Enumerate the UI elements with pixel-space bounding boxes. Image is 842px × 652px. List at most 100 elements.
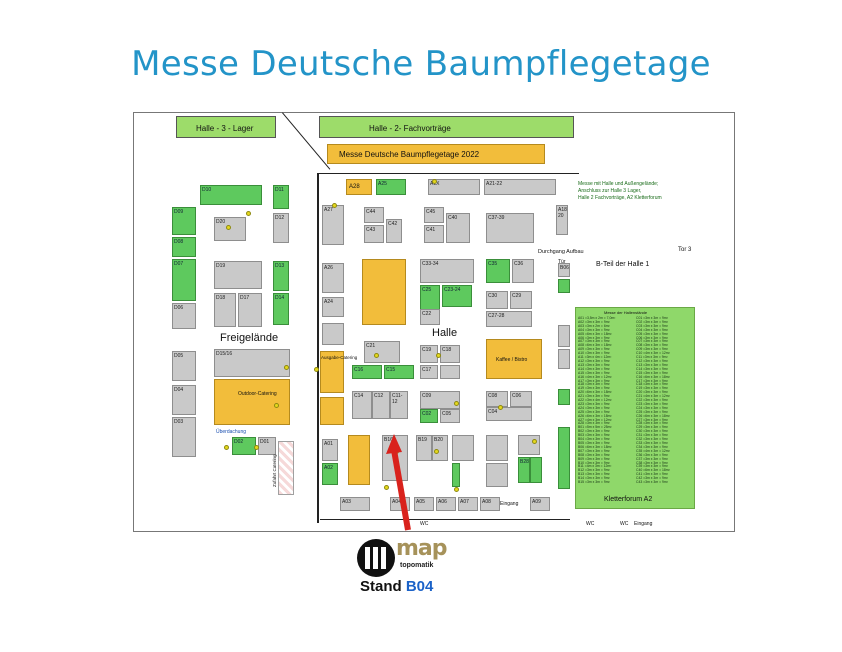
- legend-line: C16 =6m x 3m = 18m²: [636, 374, 670, 379]
- stand-A05[interactable]: A05: [414, 497, 434, 511]
- stand-A1X[interactable]: A1X: [428, 179, 480, 195]
- stand-A25[interactable]: A25: [376, 179, 406, 195]
- stand-C09[interactable]: C06: [510, 391, 532, 407]
- stand-B12[interactable]: [452, 435, 474, 461]
- stand-C21[interactable]: C18: [440, 345, 460, 363]
- stand-D17[interactable]: D17: [238, 293, 262, 327]
- stand-A10[interactable]: B06: [558, 263, 570, 277]
- stand-D08[interactable]: D08: [172, 237, 196, 257]
- stand-D05[interactable]: D05: [172, 351, 196, 381]
- wc-label-1: WC: [420, 521, 429, 527]
- stand-D02[interactable]: D02: [232, 437, 256, 455]
- stand-D06[interactable]: D06: [172, 303, 196, 329]
- legend-line: C19 =3m x 3m = 9m²: [636, 386, 668, 391]
- stand-C42[interactable]: C42: [386, 219, 402, 243]
- stand-A06[interactable]: A06: [436, 497, 456, 511]
- stand-D20[interactable]: D20: [214, 217, 246, 241]
- stand-B18[interactable]: [486, 463, 508, 487]
- stand-C31[interactable]: C23-24: [442, 285, 472, 307]
- stand-C29[interactable]: C29: [510, 291, 532, 309]
- legend-line: C07 =3m x 3m = 9m²: [636, 339, 668, 344]
- legend-line: A12 =3m x 3m = 9m²: [578, 358, 610, 363]
- stand-C19[interactable]: C17: [420, 365, 438, 379]
- stand-A15[interactable]: [558, 349, 570, 369]
- stand-D03[interactable]: D03: [172, 417, 196, 457]
- stand-C13[interactable]: C11-12: [390, 391, 408, 419]
- stand-B08[interactable]: B20: [432, 435, 448, 461]
- stand-D13[interactable]: D13: [273, 261, 289, 291]
- stand-C14[interactable]: C12: [372, 391, 390, 419]
- stand-A09[interactable]: A09: [530, 497, 550, 511]
- stand-A01[interactable]: A01: [322, 439, 338, 461]
- stand-C35[interactable]: C35: [486, 259, 510, 283]
- catering-access-road: [278, 441, 294, 495]
- stand-C41[interactable]: C41: [424, 225, 444, 243]
- legend-line: C42 =3m x 3m = 9m²: [636, 476, 668, 481]
- stand-A12[interactable]: [558, 427, 570, 489]
- stand-A24[interactable]: A24: [322, 297, 344, 317]
- stand-C20[interactable]: [440, 365, 460, 379]
- stand-C06[interactable]: C04: [486, 407, 532, 421]
- stand-A26[interactable]: A26: [322, 263, 344, 293]
- stand-B26[interactable]: B28: [518, 457, 530, 483]
- stand-A02[interactable]: A02: [322, 463, 338, 485]
- stand-A27[interactable]: A27: [322, 205, 344, 245]
- stand-A14[interactable]: [558, 389, 570, 405]
- stand-B25[interactable]: [530, 457, 542, 483]
- stand-D19[interactable]: D19: [214, 261, 262, 289]
- stand-C43[interactable]: C43: [364, 225, 384, 243]
- stand-C17[interactable]: C15: [384, 365, 414, 379]
- stand-C45[interactable]: C45: [424, 207, 444, 223]
- legend-title: Messe der Hallenstände: [604, 310, 648, 315]
- stand-C16[interactable]: C14: [352, 391, 372, 419]
- stand-B06[interactable]: B19: [416, 435, 432, 461]
- stand-C08[interactable]: C05: [440, 409, 460, 423]
- stand-D18[interactable]: D18: [214, 293, 236, 327]
- stand-D01[interactable]: D01: [258, 437, 276, 455]
- legend-line: B04 =3m x 3m = 9m²: [578, 437, 610, 442]
- stand-D14[interactable]: D14: [273, 293, 289, 325]
- stand-C-cluster-north[interactable]: [362, 259, 406, 325]
- stand-D09[interactable]: D09: [172, 207, 196, 235]
- stand-C18[interactable]: C16: [352, 365, 382, 379]
- legend-line: C28 =3m x 3m = 9m²: [636, 421, 668, 426]
- stand-C37-39[interactable]: C37-39: [486, 213, 534, 243]
- stand-A16[interactable]: [558, 325, 570, 347]
- stand-A17[interactable]: [558, 279, 570, 293]
- stand-C10[interactable]: C08: [486, 391, 508, 407]
- stand-B16[interactable]: [486, 435, 508, 461]
- stand-D04[interactable]: D04: [172, 385, 196, 415]
- stand-C33-34[interactable]: C33-34: [420, 259, 474, 283]
- stand-B14[interactable]: [452, 463, 460, 487]
- stand-C44[interactable]: C44: [364, 207, 384, 223]
- legend-line: A11 =3m x 4m = 12m²: [578, 355, 612, 360]
- stand-A23[interactable]: [322, 323, 344, 345]
- stand-A28[interactable]: A28: [346, 179, 372, 195]
- passage-label: Durchgang Aufbau: [538, 249, 584, 255]
- stand-C36[interactable]: C36: [512, 259, 534, 283]
- stand-A03[interactable]: A03: [340, 497, 370, 511]
- legend-line: B03 =3m x 3m = 9m²: [578, 433, 610, 438]
- stand-A18-20[interactable]: A18-20: [556, 205, 568, 235]
- event-banner-text: Messe Deutsche Baumpflegetage 2022: [339, 150, 480, 159]
- stand-C04[interactable]: C02: [420, 409, 438, 423]
- stand-B01[interactable]: [348, 435, 370, 485]
- stand-D10[interactable]: D10: [200, 185, 262, 205]
- stand-C30[interactable]: C30: [486, 291, 508, 309]
- stand-D07[interactable]: D07: [172, 259, 196, 301]
- stand-C25[interactable]: C22: [420, 309, 440, 325]
- stand-A08[interactable]: A08: [480, 497, 500, 511]
- stand-B27[interactable]: [518, 435, 540, 455]
- stand-C11-12[interactable]: C09: [420, 391, 460, 409]
- stand-D12[interactable]: D12: [273, 213, 289, 243]
- stand-D11[interactable]: D11: [273, 185, 289, 209]
- legend-line: A10 =3m x 3m = 9m²: [578, 351, 610, 356]
- stand-D15-16[interactable]: D15/16: [214, 349, 290, 377]
- cafe-bistro[interactable]: [486, 339, 542, 379]
- stand-C23-24[interactable]: C21: [364, 341, 400, 363]
- stand-A07[interactable]: A07: [458, 497, 478, 511]
- stand-C40[interactable]: C40: [446, 213, 470, 243]
- stand-C27-28[interactable]: C27-28: [486, 311, 532, 327]
- stand-A21-22[interactable]: A21-22: [484, 179, 556, 195]
